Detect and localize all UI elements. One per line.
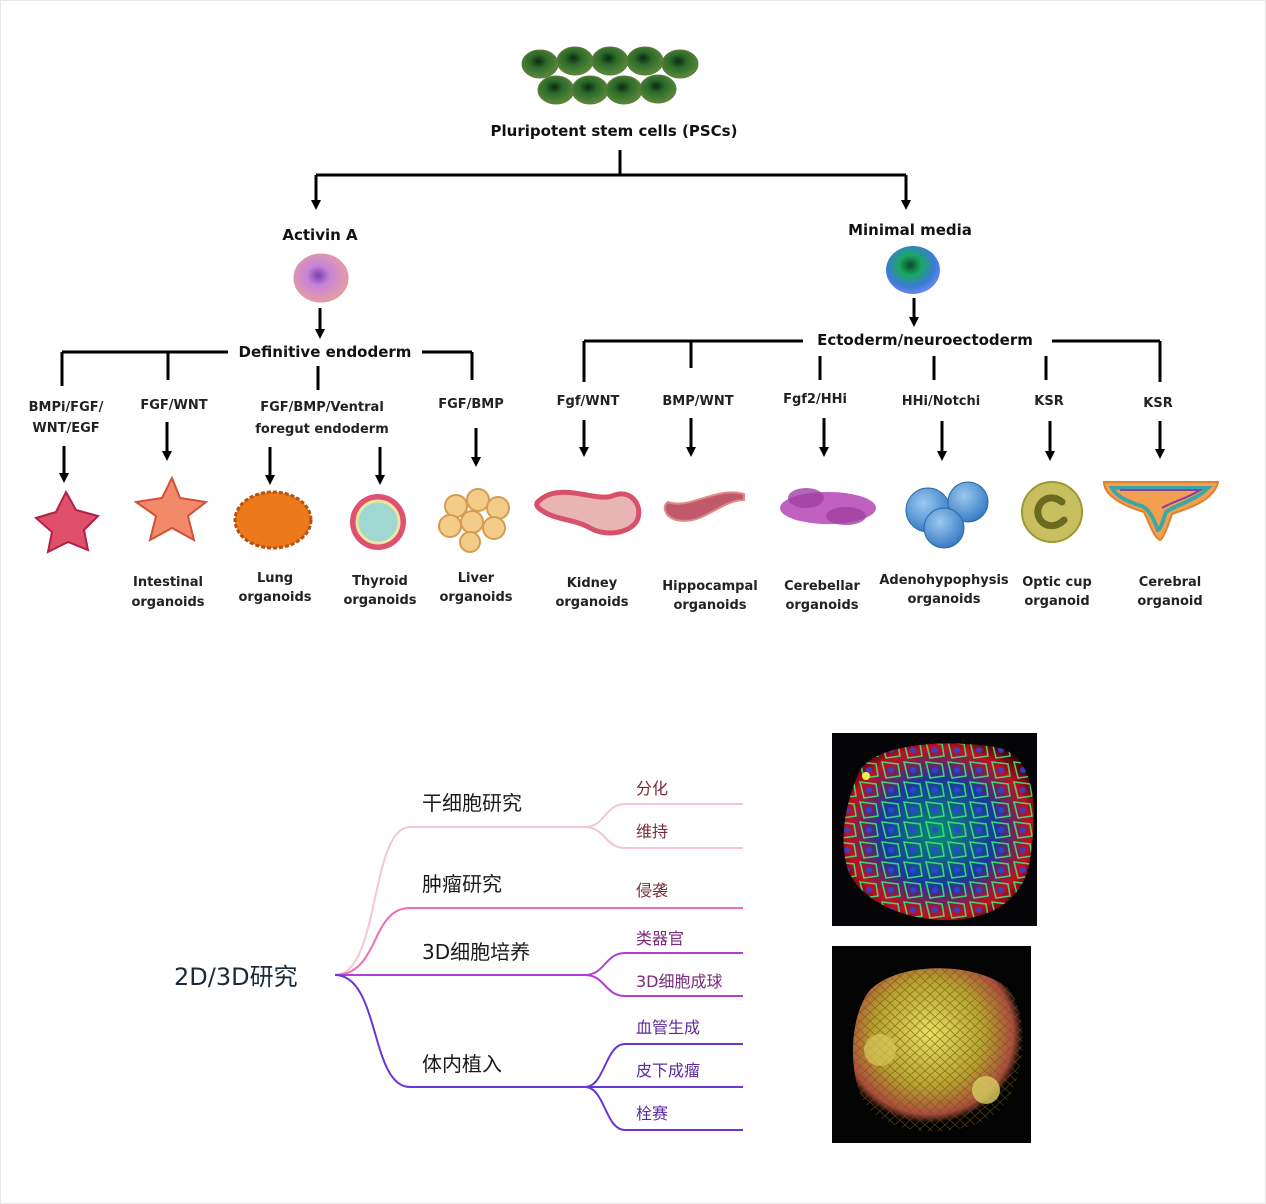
factor-fgf-wnt: FGF/WNT <box>140 398 207 413</box>
top-connectors <box>311 150 911 210</box>
leaf-organoid: 类器官 <box>636 929 684 948</box>
microscopy-image-2 <box>832 946 1031 1143</box>
microscopy-image-1 <box>832 733 1037 926</box>
factor-ksr-2: KSR <box>1143 396 1172 411</box>
lung-organoid-icon <box>233 490 313 550</box>
definitive-endoderm-label: Definitive endoderm <box>239 343 412 361</box>
liver-organoid-icon <box>438 488 510 553</box>
factor-bmpi-1: BMPi/FGF/ <box>29 400 104 415</box>
organoid-label-9b: organoid <box>1024 594 1089 609</box>
mindmap-root: 2D/3D研究 <box>174 963 298 991</box>
organoid-label-8a: Adenohypophysis <box>879 573 1009 588</box>
leaf-spheroid: 3D细胞成球 <box>636 972 723 991</box>
leaf-differentiation: 分化 <box>636 779 668 798</box>
organoid-label-3b: organoids <box>343 593 416 608</box>
organoid-label-7b: organoids <box>785 598 858 613</box>
cerebellar-organoid-icon <box>780 488 876 525</box>
branch-3d-culture: 3D细胞培养 <box>422 940 530 964</box>
psc-cells-illustration <box>521 46 699 105</box>
organoid-label-10b: organoid <box>1137 594 1202 609</box>
factor-bmpi-2: WNT/EGF <box>32 421 99 436</box>
cerebral-organoid-icon <box>1102 481 1220 542</box>
organoid-label-2b: organoids <box>238 590 311 605</box>
optic-cup-organoid-icon <box>1021 481 1083 543</box>
leaf-subcutaneous: 皮下成瘤 <box>636 1061 700 1080</box>
leaf-embolism: 栓赛 <box>636 1104 668 1123</box>
factor-fgf2-hhi: Fgf2/HHi <box>783 392 847 407</box>
branch-stem-cell: 干细胞研究 <box>422 791 522 815</box>
factor-ksr-1: KSR <box>1034 394 1063 409</box>
kidney-organoid-icon <box>534 489 642 536</box>
mindmap-lines <box>334 803 743 1131</box>
mindmap-branches: 干细胞研究 肿瘤研究 3D细胞培养 体内植入 <box>422 791 530 1076</box>
organoid-labels: Intestinal organoids Lung organoids Thyr… <box>131 571 1202 613</box>
organoid-label-5b: organoids <box>555 595 628 610</box>
factor-fgf-wnt-2: Fgf/WNT <box>557 394 620 409</box>
factor-fgf-bmp: FGF/BMP <box>438 397 504 412</box>
minimal-media-label: Minimal media <box>848 221 972 239</box>
adenohypophysis-organoid-icon <box>905 481 989 549</box>
organoid-illustrations <box>33 475 1220 554</box>
mindmap-leaves: 分化 维持 侵袭 类器官 3D细胞成球 血管生成 皮下成瘤 栓赛 <box>636 779 723 1123</box>
factor-ventral-2: foregut endoderm <box>255 422 389 437</box>
leaf-maintenance: 维持 <box>636 822 668 841</box>
organoid-label-1a: Intestinal <box>133 575 203 590</box>
intestinal-organoid-icon <box>133 475 209 542</box>
hippocampal-organoid-icon <box>663 491 745 522</box>
organoid-label-4b: organoids <box>439 590 512 605</box>
organoid-label-4a: Liver <box>458 571 495 586</box>
endoderm-cell-illustration <box>293 253 349 303</box>
leaf-angiogenesis: 血管生成 <box>636 1018 700 1037</box>
mid-connectors <box>59 298 1165 485</box>
star-organoid-icon <box>33 489 100 554</box>
organoid-label-5a: Kidney <box>567 576 618 591</box>
branch-implant: 体内植入 <box>422 1052 502 1076</box>
organoid-label-10a: Cerebral <box>1139 575 1202 590</box>
organoid-label-9a: Optic cup <box>1022 575 1092 590</box>
ectoderm-cell-illustration <box>886 246 940 294</box>
activin-a-label: Activin A <box>282 226 358 244</box>
organoid-label-2a: Lung <box>257 571 293 586</box>
endoderm-factors: BMPi/FGF/ WNT/EGF FGF/WNT FGF/BMP/Ventra… <box>29 397 504 437</box>
organoid-label-7a: Cerebellar <box>784 579 860 594</box>
organoid-label-3a: Thyroid <box>352 574 408 589</box>
organoid-label-1b: organoids <box>131 595 204 610</box>
factor-ventral-1: FGF/BMP/Ventral <box>260 400 384 415</box>
factor-bmp-wnt: BMP/WNT <box>662 394 733 409</box>
ectoderm-factors: Fgf/WNT BMP/WNT Fgf2/HHi HHi/Notchi KSR … <box>557 392 1173 411</box>
thyroid-organoid-icon <box>350 494 406 550</box>
ectoderm-label: Ectoderm/neuroectoderm <box>817 331 1033 349</box>
organoid-label-8b: organoids <box>907 592 980 607</box>
organoid-label-6a: Hippocampal <box>662 579 757 594</box>
factor-hhi-notchi: HHi/Notchi <box>902 394 980 409</box>
psc-label: Pluripotent stem cells (PSCs) <box>491 122 738 140</box>
leaf-invasion: 侵袭 <box>636 881 668 900</box>
branch-tumor: 肿瘤研究 <box>422 872 502 896</box>
organoid-label-6b: organoids <box>673 598 746 613</box>
